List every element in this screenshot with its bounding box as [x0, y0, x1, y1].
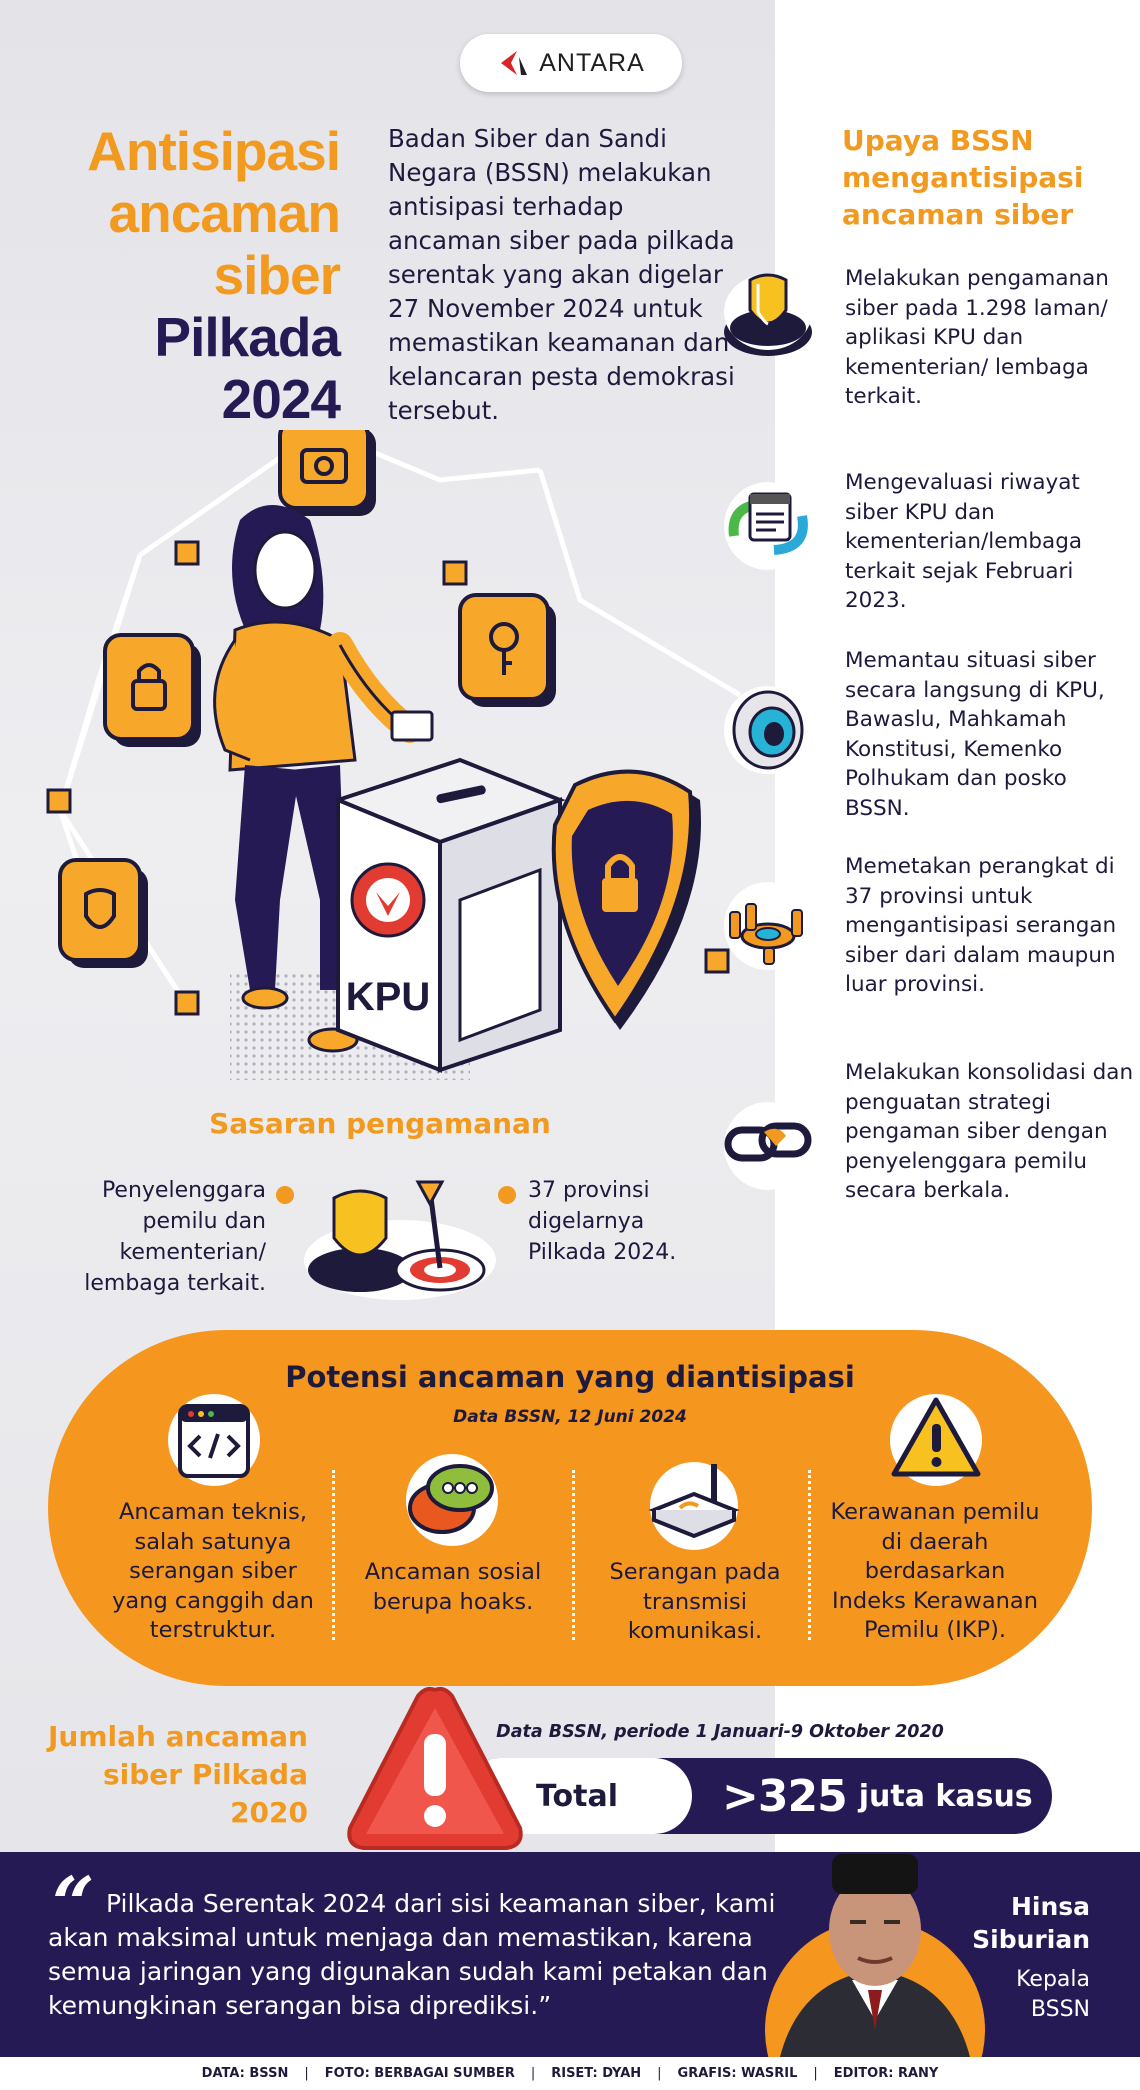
network-device-icon	[724, 882, 812, 970]
quote-mark: “	[52, 1862, 95, 1948]
title-line-5: 2024	[221, 368, 341, 430]
refresh-browser-icon	[724, 482, 812, 570]
potensi-band	[48, 1330, 1092, 1686]
divider	[572, 1470, 575, 1640]
quote-text: Pilkada Serentak 2024 dari sisi keamanan…	[48, 1889, 776, 2020]
credit-graphics: GRAFIS: WASRIL	[677, 2066, 798, 2081]
woman-figure	[213, 505, 434, 1053]
router-icon	[648, 1462, 740, 1550]
sasaran-heading: Sasaran pengamanan	[209, 1107, 551, 1140]
icon-cubes	[46, 430, 730, 1016]
shield-target-icon	[304, 1180, 496, 1300]
credit-editor: EDITOR: RANY	[833, 2066, 939, 2081]
alert-triangle-icon	[347, 1686, 523, 1850]
ballot-box: KPU	[332, 757, 566, 1073]
ballot-box-label: KPU	[346, 975, 430, 1019]
effort-item-2: Mengevaluasi riwayat siber KPU dan kemen…	[845, 470, 1083, 613]
camera-cube-icon	[278, 430, 376, 516]
lock-cube-icon	[103, 633, 201, 747]
credit-separator: |	[813, 2066, 818, 2081]
bullet-dot	[498, 1186, 516, 1204]
efforts-heading: Upaya BSSN mengantisipasi ancaman siber	[842, 124, 1084, 231]
eye-icon	[724, 686, 812, 774]
credit-research: RISET: DYAH	[551, 2066, 642, 2081]
title-line-2: ancaman	[108, 182, 341, 244]
code-window-icon	[168, 1394, 260, 1486]
intro-text: Badan Siber dan Sandi Negara (BSSN) mela…	[388, 124, 735, 425]
speaker-portrait	[765, 1854, 985, 2057]
logo-text: ANTARA	[539, 48, 645, 77]
speaker-name: Hinsa Siburian	[972, 1892, 1090, 1954]
hero-illustration: KPU	[46, 430, 742, 1080]
total-value: >325 juta kasus	[722, 1758, 1033, 1834]
antara-logo: ANTARA	[460, 34, 682, 92]
shield-cube-icon	[58, 858, 148, 968]
threat-item-3: Serangan pada transmisi komunikasi.	[609, 1559, 781, 1644]
divider	[808, 1470, 811, 1640]
total-number: >325	[722, 1770, 848, 1822]
title-line-3: siber	[213, 244, 341, 306]
divider	[332, 1470, 335, 1640]
credit-data: DATA: BSSN	[201, 2066, 289, 2081]
chain-link-icon	[724, 1102, 812, 1190]
page-title: Antisipasi ancaman siber Pilkada 2024	[10, 120, 341, 430]
credits-bar: DATA: BSSN | FOTO: BERBAGAI SUMBER | RIS…	[0, 2057, 1140, 2090]
credit-separator: |	[657, 2066, 662, 2081]
credit-separator: |	[304, 2066, 309, 2081]
credit-separator: |	[530, 2066, 536, 2081]
sasaran-right-text: 37 provinsi digelarnya Pilkada 2024.	[528, 1178, 677, 1265]
threat-item-1: Ancaman teknis, salah satunya serangan s…	[112, 1499, 314, 1643]
warning-icon	[890, 1394, 982, 1486]
potensi-title: Potensi ancaman yang diantisipasi	[285, 1360, 855, 1394]
chat-bubbles-icon	[406, 1454, 498, 1546]
big-shield-icon	[551, 769, 701, 1030]
antara-mark-icon	[501, 51, 528, 75]
potensi-subtitle: Data BSSN, 12 Juni 2024	[453, 1407, 687, 1427]
sasaran-left-text: Penyelenggara pemilu dan kementerian/ le…	[84, 1178, 266, 1296]
credit-photo: FOTO: BERBAGAI SUMBER	[324, 2066, 515, 2081]
threat-item-2: Ancaman sosial berupa hoaks.	[364, 1559, 542, 1615]
title-line-1: Antisipasi	[87, 120, 341, 182]
shield-icon	[724, 273, 812, 356]
speaker-role: Kepala BSSN	[1016, 1967, 1090, 2022]
jumlah-heading: Jumlah ancaman siber Pilkada 2020	[47, 1720, 308, 1829]
effort-item-1: Melakukan pengamanan siber pada 1.298 la…	[845, 266, 1109, 409]
total-unit: juta kasus	[858, 1778, 1033, 1814]
jumlah-source: Data BSSN, periode 1 Januari-9 Oktober 2…	[496, 1722, 944, 1742]
bullet-dot	[276, 1186, 294, 1204]
effort-item-3: Memantau situasi siber secara langsung d…	[845, 648, 1105, 821]
title-line-4: Pilkada	[154, 306, 341, 368]
effort-item-4: Memetakan perangkat di 37 provinsi untuk…	[845, 854, 1117, 997]
effort-item-5: Melakukan konsolidasi dan penguatan stra…	[845, 1060, 1134, 1203]
threat-item-4: Kerawanan pemilu di daerah berdasarkan I…	[830, 1499, 1040, 1643]
key-cube-icon	[458, 593, 556, 707]
